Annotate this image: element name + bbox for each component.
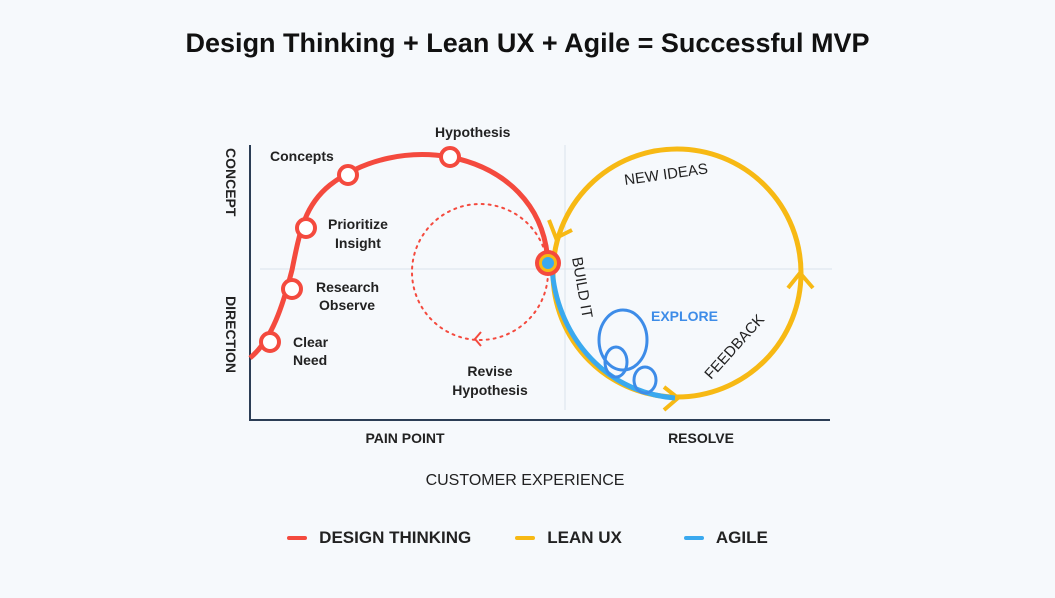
lean-arrow-icon: [547, 219, 573, 241]
label-need: Need: [293, 352, 327, 368]
axis-pain-point: PAIN POINT: [365, 430, 445, 446]
legend-swatch: [287, 536, 308, 540]
page-title: Design Thinking + Lean UX + Agile = Succ…: [185, 28, 870, 58]
legend-label: DESIGN THINKING: [319, 528, 472, 547]
label-prioritize: Prioritize: [328, 216, 388, 232]
step-marker: [259, 331, 281, 353]
label-concepts: Concepts: [270, 148, 334, 164]
legend-lean-ux: LEAN UX: [515, 528, 622, 548]
lean-arrow-icon: [786, 269, 815, 290]
label-explore: EXPLORE: [651, 308, 718, 324]
design-thinking-path: [248, 152, 551, 360]
axis-customer-experience: CUSTOMER EXPERIENCE: [426, 472, 625, 489]
step-marker: [281, 278, 303, 300]
lean-arrow-icon: [662, 385, 682, 412]
label-revise: Revise: [467, 363, 512, 379]
step-markers: [259, 146, 461, 353]
label-insight: Insight: [335, 235, 381, 251]
legend-swatch: [515, 536, 536, 540]
axis-resolve: RESOLVE: [668, 430, 734, 446]
revise-arrow-icon: [473, 331, 482, 347]
label-research: Research: [316, 279, 379, 295]
axis-direction: DIRECTION: [223, 296, 239, 373]
step-marker: [337, 164, 359, 186]
label-revise-hypothesis: Hypothesis: [452, 382, 528, 398]
label-clear: Clear: [293, 334, 329, 350]
agile-loop: [597, 308, 649, 372]
legend-swatch: [683, 536, 704, 540]
label-observe: Observe: [319, 297, 375, 313]
legend-design-thinking: DESIGN THINKING: [287, 528, 471, 548]
label-build-it: BUILD IT: [568, 256, 595, 320]
legend: DESIGN THINKING LEAN UX AGILE: [0, 528, 1055, 548]
legend-label: LEAN UX: [547, 528, 622, 547]
revise-loop: [411, 203, 549, 341]
label-new-ideas: NEW IDEAS: [623, 160, 709, 189]
axis-concept: CONCEPT: [223, 148, 239, 217]
legend-label: AGILE: [715, 528, 768, 547]
convergence-node-core: [542, 257, 554, 269]
legend-agile: AGILE: [683, 528, 768, 548]
agile-loop: [603, 345, 629, 379]
label-hypothesis: Hypothesis: [435, 124, 511, 140]
agile-loop: [632, 365, 658, 395]
step-marker: [439, 146, 461, 168]
step-marker: [295, 217, 317, 239]
